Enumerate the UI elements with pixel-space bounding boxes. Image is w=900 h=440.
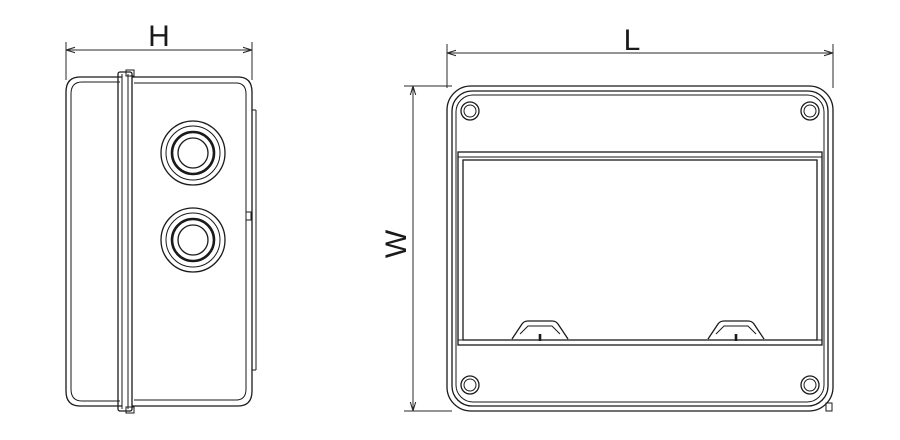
side-view: H [65,20,257,414]
side-latch [245,211,252,221]
dimension-w: W [380,85,452,412]
enclosure-inner-edge [455,94,825,403]
screw-bottom-left [460,375,480,395]
hinge-left [511,320,569,341]
dimension-label-w: W [380,229,413,258]
hinge-right-slot [715,325,757,335]
screw-top-left [460,101,480,121]
screw-top-right-head [800,101,820,121]
flange-tab-bottom [125,406,135,414]
dimension-l: L [446,24,834,88]
knockout-top-ring [165,125,221,181]
window-pane [462,159,818,341]
knockout-top-seal [170,130,216,176]
screw-bottom-left-head [460,375,480,395]
dimension-label-h: H [148,20,170,53]
knockout-bottom [160,207,226,273]
side-base-inner-edge [134,82,247,401]
side-flange [117,69,135,414]
hinge-left-body [511,320,569,340]
corner-tab [825,402,833,412]
screw-top-right-ring [803,104,817,118]
knockout-top-core [177,137,209,169]
window-outer [457,151,823,346]
hinge-right [707,320,765,341]
side-base-outline [132,76,253,407]
window-frame [457,151,823,346]
screw-top-left-head [460,101,480,121]
side-cover-outline [65,76,122,407]
side-cover-inner-edge [70,81,120,402]
enclosure-bezel [451,90,829,407]
knockout-bottom-core [177,224,209,256]
knockout-bottom-outer [160,207,226,273]
flange-outline [117,71,133,412]
screw-top-left-ring [463,104,477,118]
dimension-label-l: L [624,24,641,57]
screw-bottom-left-ring [463,378,477,392]
enclosure-outline [446,85,834,412]
front-view: L W [380,24,834,412]
screw-top-right [800,101,820,121]
dimension-h: H [65,20,253,80]
screw-bottom-right-head [800,375,820,395]
screw-bottom-right-ring [803,378,817,392]
hinge-left-slot [519,325,561,335]
knockout-top-outer [160,120,226,186]
knockout-bottom-ring [165,212,221,268]
knockout-top [160,120,226,186]
knockout-bottom-seal [170,217,216,263]
flange-tab-top [125,69,135,77]
hinge-right-body [707,320,765,340]
screw-bottom-right [800,375,820,395]
